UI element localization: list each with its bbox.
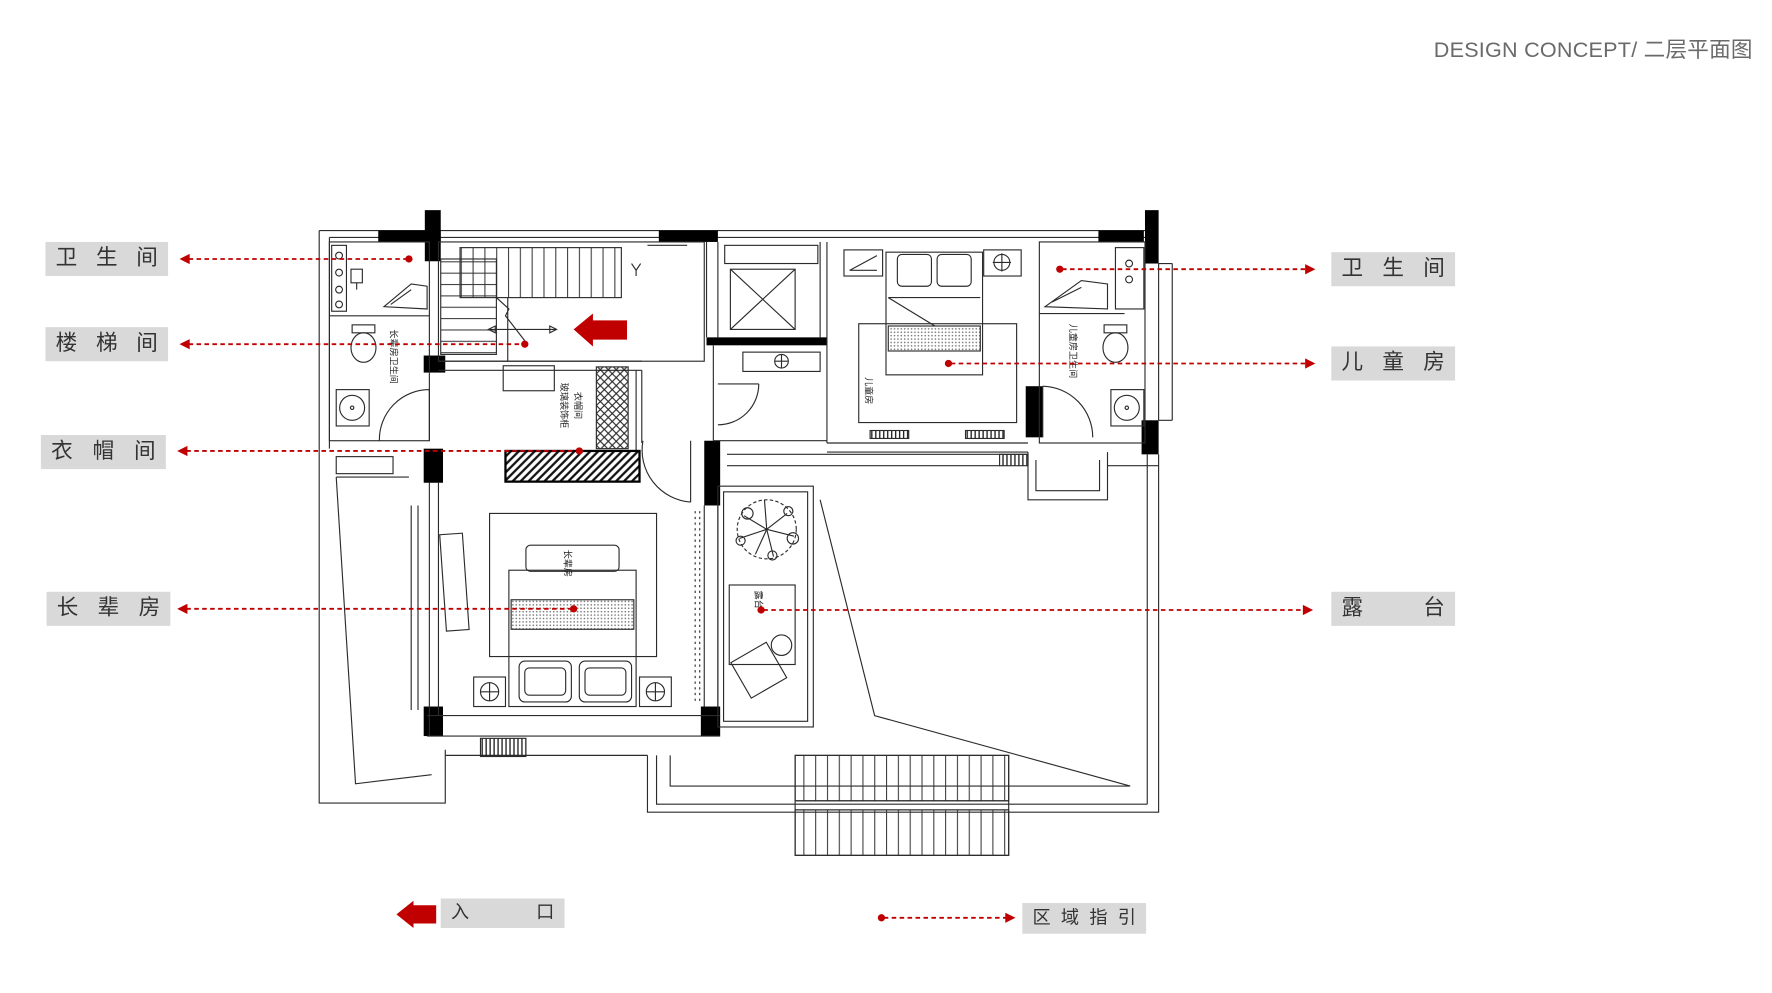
utility-room: [712, 345, 827, 442]
zone-label-elder-room: 长 辈 房: [46, 591, 171, 626]
right-window: [1158, 262, 1173, 421]
planting-bed: [717, 485, 814, 728]
walk-in-closet: 玻璃装饰柜 衣帽间: [438, 360, 643, 483]
pillow: [578, 660, 633, 703]
bathroom-door: [378, 389, 430, 441]
children-room: 儿童房: [826, 249, 1028, 453]
page-title: DESIGN CONCEPT/ 二层平面图: [1433, 38, 1753, 63]
elder-room-rug: [489, 512, 658, 658]
stairwell: [437, 241, 705, 362]
children-bathroom: 儿童房卫生间: [1038, 241, 1173, 444]
terrace-text: 露台: [752, 591, 764, 609]
toilet-icon: [1102, 324, 1129, 363]
structural-columns: [378, 210, 1159, 737]
left-window: [335, 456, 394, 475]
legend-zone-guide-label: 区 域 指 引: [1022, 903, 1147, 934]
lounge-chair: [730, 641, 788, 699]
exterior-stairs: [794, 754, 1010, 856]
guide-arrow-right-bathroom: [1056, 264, 1316, 275]
radiator: [479, 737, 527, 758]
stair-direction-line: [487, 325, 558, 334]
radiator: [869, 429, 910, 440]
zone-label-children-room: 儿 童 房: [1331, 346, 1456, 381]
zone-label-left-bathroom: 卫 生 间: [45, 241, 169, 277]
zone-label-closet: 衣 帽 间: [40, 435, 166, 470]
zone-guide-dotted-arrow-icon: [877, 912, 1016, 923]
closet-text: 衣帽间: [572, 392, 584, 419]
zone-label-terrace: 露 台: [1331, 591, 1456, 626]
bathroom-door: [1042, 385, 1094, 438]
zone-label-right-bathroom: 卫 生 间: [1331, 252, 1456, 287]
pillow: [518, 660, 572, 703]
children-room-rug: [858, 323, 1018, 424]
cabinet: [843, 249, 884, 277]
closet-cabinet-text: 玻璃装饰柜: [558, 383, 570, 428]
guide-arrow-children-room: [944, 358, 1316, 369]
zone-guide-arrows: [177, 253, 1316, 616]
glass-cabinet-horizontal: [504, 449, 641, 483]
bed-bench: [525, 544, 620, 572]
shower-stall: [1114, 247, 1145, 310]
elevator-shaft: [705, 241, 828, 444]
corridor-door: [641, 440, 692, 503]
guide-arrow-stairwell: [179, 339, 529, 350]
sliding-door: [694, 511, 701, 702]
guide-arrow-elder-room: [177, 603, 578, 614]
bathtub: [1043, 279, 1109, 310]
stair-direction-arrow-icon: [573, 313, 628, 347]
elder-bathroom: 长辈房卫生间: [328, 241, 430, 442]
bedside-lamp-icon: [473, 676, 507, 708]
decorative-wall-panel: [439, 532, 470, 632]
counter: [742, 351, 821, 373]
planter: [1027, 452, 1109, 501]
elder-bed: [508, 569, 637, 708]
toilet-icon: [350, 324, 377, 363]
stair-lower-flight: [440, 258, 497, 355]
sink-icon: [335, 389, 370, 427]
closet-shelf: [502, 365, 555, 392]
legend-entrance-label: 入 口: [440, 898, 565, 929]
plant-icon: [735, 499, 800, 561]
children-bed: [885, 251, 984, 376]
vanity-strip: [331, 244, 348, 312]
radiator: [964, 429, 1005, 440]
bedside-lamp-icon: [638, 676, 672, 708]
children-room-text: 儿童房: [863, 377, 875, 404]
shower-icon: [350, 268, 363, 290]
guide-arrow-left-bathroom: [179, 253, 413, 265]
elder-bathroom-text: 长辈房卫生间: [388, 329, 400, 383]
bathtub: [382, 283, 428, 310]
step: [999, 453, 1029, 467]
entrance-left-arrow-icon: [396, 900, 437, 929]
guide-arrow-terrace: [757, 604, 1314, 616]
glass-cabinet-vertical: [595, 366, 629, 450]
elder-room-text: 长辈房: [562, 550, 574, 577]
children-bathroom-text: 儿童房卫生间: [1067, 324, 1079, 378]
elder-bedroom: 长辈房: [427, 482, 721, 758]
lamp-icon: [983, 249, 1022, 277]
sink-icon: [1110, 389, 1145, 427]
side-table: [770, 634, 793, 656]
terrace-table: [728, 584, 796, 666]
pillow: [936, 253, 972, 287]
pillow: [896, 253, 933, 287]
utility-door: [717, 383, 760, 426]
zone-label-stairwell: 楼 梯 间: [45, 327, 169, 362]
guide-arrow-closet: [177, 445, 583, 457]
